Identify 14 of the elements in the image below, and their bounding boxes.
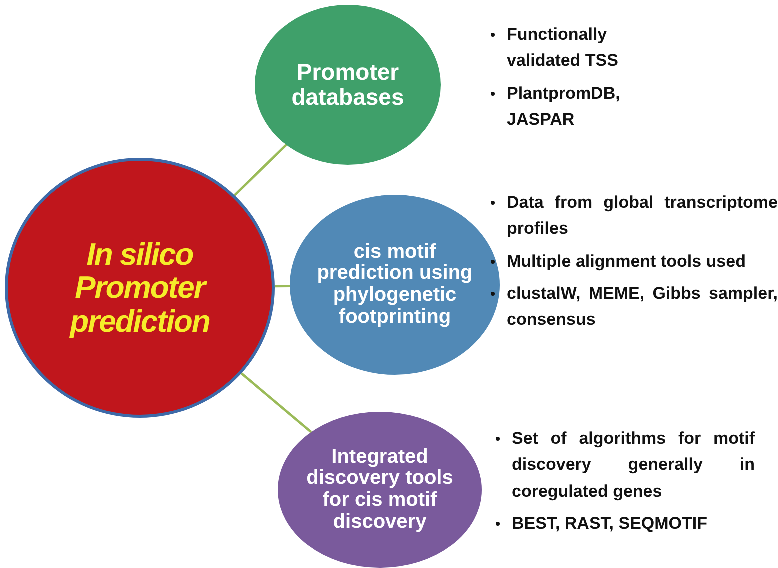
connector-line [234, 144, 288, 196]
node-label: Integrated discovery tools for cis motif discovery [306, 446, 454, 534]
bullet-text: BEST, RAST, SEQMOTIF [490, 511, 755, 538]
bullet-text: Multiple alignment tools used [485, 248, 778, 276]
bullet-text: PlantpromDB, JASPAR [485, 80, 660, 134]
bullet-text: Functionally validated TSS [485, 22, 660, 75]
connector-line [274, 284, 290, 288]
bullet-text: clustalW, MEME, Gibbs sampler, consensus [485, 281, 778, 334]
bullet-text: Set of algorithms for motif discovery generally in coregulated genes [490, 426, 755, 506]
node-label: Promoter databases [290, 60, 406, 110]
node-label: cis motif prediction using phylogenetic footprinting [316, 242, 474, 328]
bullet-text: Data from global transcriptome profiles [485, 190, 778, 243]
node-label: In silico Promoter prediction [68, 238, 211, 338]
connector-line [240, 372, 312, 434]
